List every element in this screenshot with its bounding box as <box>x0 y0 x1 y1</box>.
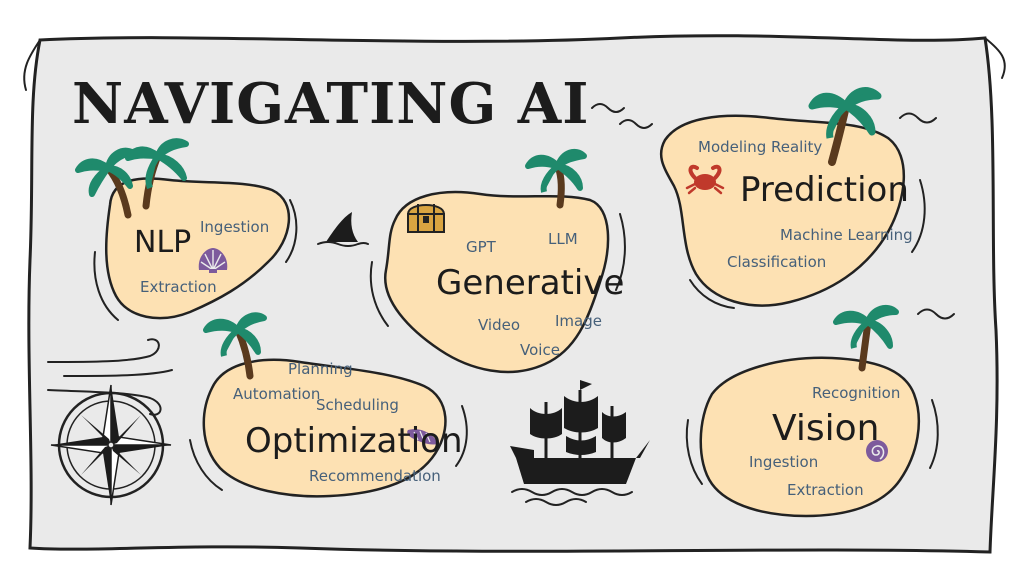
island-generative: Generative GPT LLM Video Image Voice <box>369 148 626 374</box>
term-planning: Planning <box>288 360 353 378</box>
compass-rose-icon <box>50 384 172 506</box>
crab-icon <box>685 164 725 195</box>
water-wave <box>619 119 653 129</box>
wind-swirl-icon <box>47 338 173 416</box>
term-gpt: GPT <box>466 238 497 256</box>
shore-line <box>929 399 939 469</box>
term-scheduling: Scheduling <box>316 396 399 414</box>
shore-line <box>685 419 703 485</box>
term-ingestion: Ingestion <box>749 453 818 471</box>
scroll-curl <box>23 39 41 91</box>
snail-shell-icon <box>866 440 888 462</box>
shore-line <box>189 439 223 491</box>
island-nlp: NLP Ingestion Extraction <box>75 138 298 321</box>
term-ingestion: Ingestion <box>200 218 269 236</box>
term-recognition: Recognition <box>812 384 900 402</box>
island-vision: Vision Recognition Ingestion Extraction <box>685 304 939 518</box>
shore-line <box>911 179 926 253</box>
water-wave <box>591 103 625 113</box>
palm-tree-icon <box>808 87 882 166</box>
island-optimization: Optimization Planning Automation Schedul… <box>189 312 468 498</box>
palm-tree-icon <box>833 304 899 372</box>
term-llm: LLM <box>548 230 578 248</box>
term-machine-learning: Machine Learning <box>780 226 913 244</box>
island-prediction: Prediction Modeling Reality Machine Lear… <box>659 87 926 309</box>
term-extraction: Extraction <box>140 278 217 296</box>
term-automation: Automation <box>233 385 320 403</box>
island-name-prediction: Prediction <box>740 170 909 210</box>
term-image: Image <box>555 312 602 330</box>
shark-fin-icon <box>317 212 369 247</box>
scallop-shell-icon <box>198 248 228 273</box>
water-wave <box>899 112 937 124</box>
term-modeling-reality: Modeling Reality <box>698 138 822 156</box>
term-video: Video <box>478 316 520 334</box>
water-wave <box>917 308 955 320</box>
pirate-ship-icon <box>510 380 650 506</box>
island-name-generative: Generative <box>436 263 624 303</box>
island-name-vision: Vision <box>772 408 879 449</box>
term-recommendation: Recommendation <box>309 467 441 485</box>
term-voice: Voice <box>520 341 560 359</box>
island-name-optimization: Optimization <box>245 421 463 461</box>
treasure-chest-icon <box>406 204 446 233</box>
shore-line <box>689 279 735 309</box>
palm-tree-icon <box>75 138 189 219</box>
island-name-nlp: NLP <box>134 225 191 260</box>
conch-shell-icon <box>407 429 438 445</box>
scroll-curl <box>984 37 1006 79</box>
palm-tree-icon <box>203 312 267 380</box>
shore-line <box>93 251 119 321</box>
map-title: NAVIGATING AI <box>72 71 589 137</box>
shore-line <box>455 405 468 467</box>
term-extraction: Extraction <box>787 481 864 499</box>
shore-line <box>615 213 626 291</box>
shore-line <box>369 261 389 327</box>
term-classification: Classification <box>727 253 826 271</box>
palm-tree-icon <box>525 148 587 209</box>
shore-line <box>285 199 298 263</box>
